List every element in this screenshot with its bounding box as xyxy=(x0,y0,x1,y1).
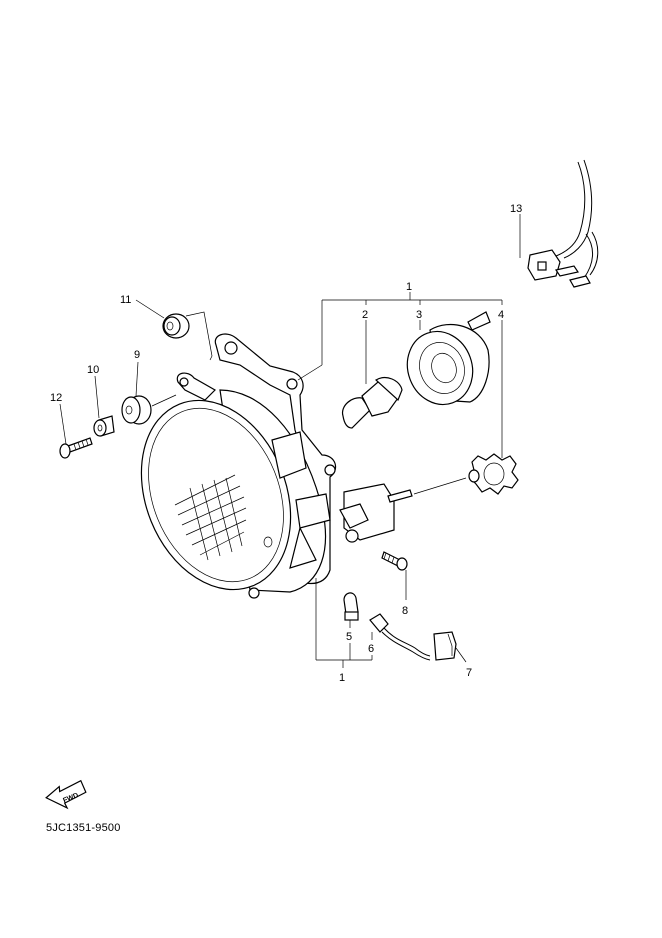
cover-part-7 xyxy=(433,631,457,661)
headlight-bracket xyxy=(176,333,337,585)
damper-part-9 xyxy=(121,395,152,425)
callout-11: 11 xyxy=(120,294,131,306)
wire-harness-connector xyxy=(527,159,599,288)
socket-cord-part-6 xyxy=(369,613,431,661)
headlight-bulb-part-2 xyxy=(341,377,403,429)
callout-8: 8 xyxy=(402,605,408,617)
callout-9: 9 xyxy=(134,349,140,361)
callout-leaders xyxy=(59,214,521,668)
adjuster-gear-part-4 xyxy=(468,453,519,495)
screw-part-8 xyxy=(381,551,408,571)
callout-1-top: 1 xyxy=(406,281,412,293)
screw-part-12 xyxy=(59,437,93,459)
fwd-arrow-icon: FWD xyxy=(45,779,87,810)
callout-6: 6 xyxy=(368,643,374,655)
headlight-unit xyxy=(140,389,331,599)
grommet-part-11 xyxy=(162,313,190,339)
bulb-cover-part-3 xyxy=(406,311,491,406)
callout-3: 3 xyxy=(416,309,422,321)
callout-numbers: 1 2 3 4 13 11 9 10 12 8 5 6 7 1 xyxy=(50,203,522,684)
callout-10: 10 xyxy=(87,364,99,376)
callout-1-bottom: 1 xyxy=(339,672,345,684)
callout-4: 4 xyxy=(498,309,504,321)
callout-2: 2 xyxy=(362,309,368,321)
position-bulb-part-5 xyxy=(343,592,359,621)
diagram-code-label: 5JC1351-9500 xyxy=(46,822,121,834)
callout-5: 5 xyxy=(346,631,352,643)
callout-13: 13 xyxy=(510,203,522,215)
callout-12: 12 xyxy=(50,392,62,404)
collar-part-10 xyxy=(93,415,115,437)
callout-7: 7 xyxy=(466,667,472,679)
bulb-socket-holder xyxy=(339,483,413,543)
